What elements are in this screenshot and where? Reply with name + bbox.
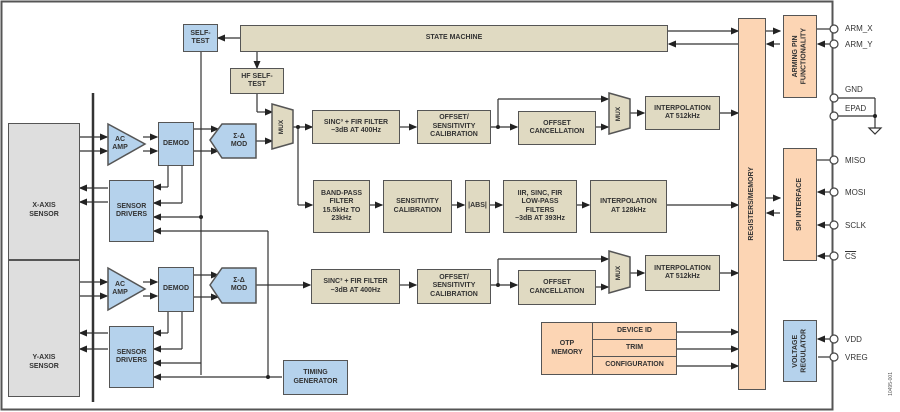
pin-vdd <box>829 334 839 344</box>
mux-label: MUX <box>615 265 622 280</box>
spi-interface-label: SPI INTERFACE <box>795 178 803 231</box>
registers-memory-block: REGISTERS/MEMORY <box>738 18 766 390</box>
sigma-delta-y-shape <box>209 267 257 304</box>
pin-arm-x <box>829 24 839 34</box>
timing-generator-block: TIMING GENERATOR <box>283 360 348 395</box>
y-axis-sensor-block: Y-AXIS SENSOR <box>8 260 80 397</box>
mux-2-shape <box>608 92 631 135</box>
interpolation-128khz-block: INTERPOLATION AT 128kHz <box>590 180 667 233</box>
offset-cancellation-x-block: OFFSET CANCELLATION <box>518 111 596 145</box>
voltage-regulator-block: VOLTAGE REGULATOR <box>783 320 817 382</box>
figure-code: 10495-001 <box>888 372 894 396</box>
sensor-drivers-x-block: SENSOR DRIVERS <box>109 180 154 242</box>
pin-label-arm-y: ARM_Y <box>845 40 873 49</box>
pin-label-cs: CS <box>845 252 857 261</box>
offset-sensitivity-cal-y-block: OFFSET/ SENSITIVITY CALIBRATION <box>417 269 491 304</box>
pin-label-arm-x: ARM_X <box>845 24 873 33</box>
sigma-delta-mod-x-label: Σ-Δ MOD <box>230 132 248 149</box>
mux-1-shape <box>271 103 294 150</box>
ac-amp-x-shape <box>107 122 147 167</box>
interpolation-512khz-y-block: INTERPOLATION AT 512kHz <box>645 255 720 291</box>
mux-3-shape <box>608 250 631 294</box>
ac-amp-y-shape <box>107 266 147 312</box>
offset-cancellation-y-block: OFFSET CANCELLATION <box>518 270 596 305</box>
sinc-fir-filter-x-block: SINC³ + FIR FILTER −3dB AT 400Hz <box>312 110 400 144</box>
pin-label-gnd: GND <box>845 85 863 94</box>
band-pass-filter-block: BAND-PASS FILTER 15.5kHz TO 23kHz <box>313 180 370 233</box>
pin-gnd <box>829 93 839 103</box>
ac-amp-x-label: AC AMP <box>112 135 128 152</box>
hf-self-test-block: HF SELF- TEST <box>230 68 284 94</box>
pin-label-vdd: VDD <box>845 335 862 344</box>
pin-mosi <box>829 187 839 197</box>
x-axis-sensor-block: X-AXIS SENSOR <box>8 123 80 260</box>
abs-block: |ABS| <box>465 180 490 233</box>
voltage-regulator-label: VOLTAGE REGULATOR <box>791 329 808 373</box>
state-machine-block: STATE MACHINE <box>240 25 668 52</box>
sensor-drivers-y-block: SENSOR DRIVERS <box>109 326 154 388</box>
sigma-delta-x-shape <box>209 123 257 159</box>
offset-sensitivity-cal-x-block: OFFSET/ SENSITIVITY CALIBRATION <box>417 110 491 144</box>
pin-label-miso: MISO <box>845 156 866 165</box>
chip-outline <box>0 0 834 411</box>
arming-pin-functionality-block: ARMING PIN FUNCTIONALITY <box>783 15 817 98</box>
pin-sclk <box>829 220 839 230</box>
arming-pin-label: ARMING PIN FUNCTIONALITY <box>791 28 808 85</box>
spi-interface-block: SPI INTERFACE <box>783 148 817 261</box>
pin-cs <box>829 251 839 261</box>
iir-sinc-fir-lowpass-block: IIR, SINC, FIR LOW-PASS FILTERS −3dB AT … <box>503 180 577 233</box>
demod-y-block: DEMOD <box>158 267 194 312</box>
sensitivity-calibration-block: SENSITIVITY CALIBRATION <box>383 180 452 233</box>
pin-vreg <box>829 352 839 362</box>
trim-block: TRIM <box>592 339 677 357</box>
demod-x-block: DEMOD <box>158 122 194 166</box>
pin-miso <box>829 155 839 165</box>
mux-label: MUX <box>278 119 285 134</box>
pin-arm-y <box>829 39 839 49</box>
sigma-delta-mod-y-label: Σ-Δ MOD <box>230 276 248 293</box>
device-id-block: DEVICE ID <box>592 322 677 340</box>
pin-label-mosi: MOSI <box>845 188 866 197</box>
registers-memory-label: REGISTERS/MEMORY <box>747 167 755 241</box>
otp-memory-block: OTP MEMORY <box>541 322 593 375</box>
ac-amp-y-label: AC AMP <box>112 280 128 297</box>
sinc-fir-filter-y-block: SINC³ + FIR FILTER −3dB AT 400Hz <box>311 269 400 304</box>
pin-label-sclk: SCLK <box>845 221 866 230</box>
interpolation-512khz-x-block: INTERPOLATION AT 512kHz <box>645 96 720 130</box>
configuration-block: CONFIGURATION <box>592 356 677 375</box>
pin-label-vreg: VREG <box>845 353 868 362</box>
pin-label-epad: EPAD <box>845 104 867 113</box>
pin-epad <box>829 111 839 121</box>
mux-label: MUX <box>615 106 622 121</box>
self-test-block: SELF- TEST <box>183 24 218 52</box>
